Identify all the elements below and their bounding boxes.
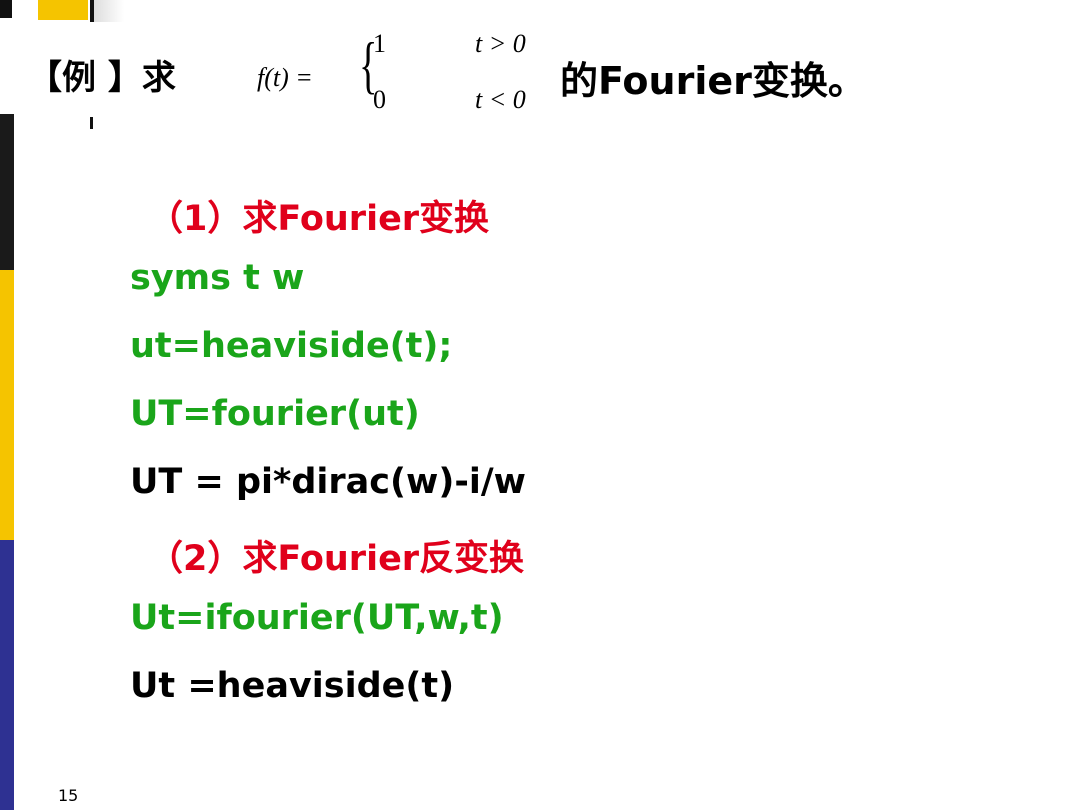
yellow-accent-block (38, 0, 88, 20)
formula-lhs: f(t) = (257, 63, 313, 92)
accent-divider (90, 0, 94, 22)
code-line-ifourier: Ut=ifourier(UT,w,t) (130, 598, 504, 638)
formula-row2-condition: t < 0 (475, 85, 526, 114)
slide-title-suffix: 的Fourier变换。 (560, 59, 866, 103)
step1-heading: （1）求Fourier变换 (148, 199, 490, 239)
code-line-fourier: UT=fourier(ut) (130, 394, 420, 434)
formula-row2-value: 0 (373, 85, 386, 114)
corner-decoration (0, 0, 12, 18)
formula-brace: { (359, 29, 378, 100)
result-line-ifourier: Ut =heaviside(t) (130, 666, 455, 706)
result-line-fourier: UT = pi*dirac(w)-i/w (130, 462, 526, 502)
side-bar-blue (0, 540, 14, 810)
formula-row1-condition: t > 0 (475, 29, 526, 58)
side-bar-black (0, 114, 14, 270)
accent-tick (90, 117, 93, 129)
formula-row1-value: 1 (373, 29, 386, 58)
piecewise-formula: f(t) = { 1 t > 0 0 t < 0 (255, 25, 555, 130)
slide-title-prefix: 【例 】求 (28, 58, 176, 98)
side-bar-yellow (0, 270, 14, 540)
step2-heading: （2）求Fourier反变换 (148, 539, 525, 579)
code-line-heaviside: ut=heaviside(t); (130, 326, 453, 366)
page-number: 15 (58, 786, 79, 805)
accent-gradient (94, 0, 124, 22)
code-line-syms: syms t w (130, 258, 305, 298)
